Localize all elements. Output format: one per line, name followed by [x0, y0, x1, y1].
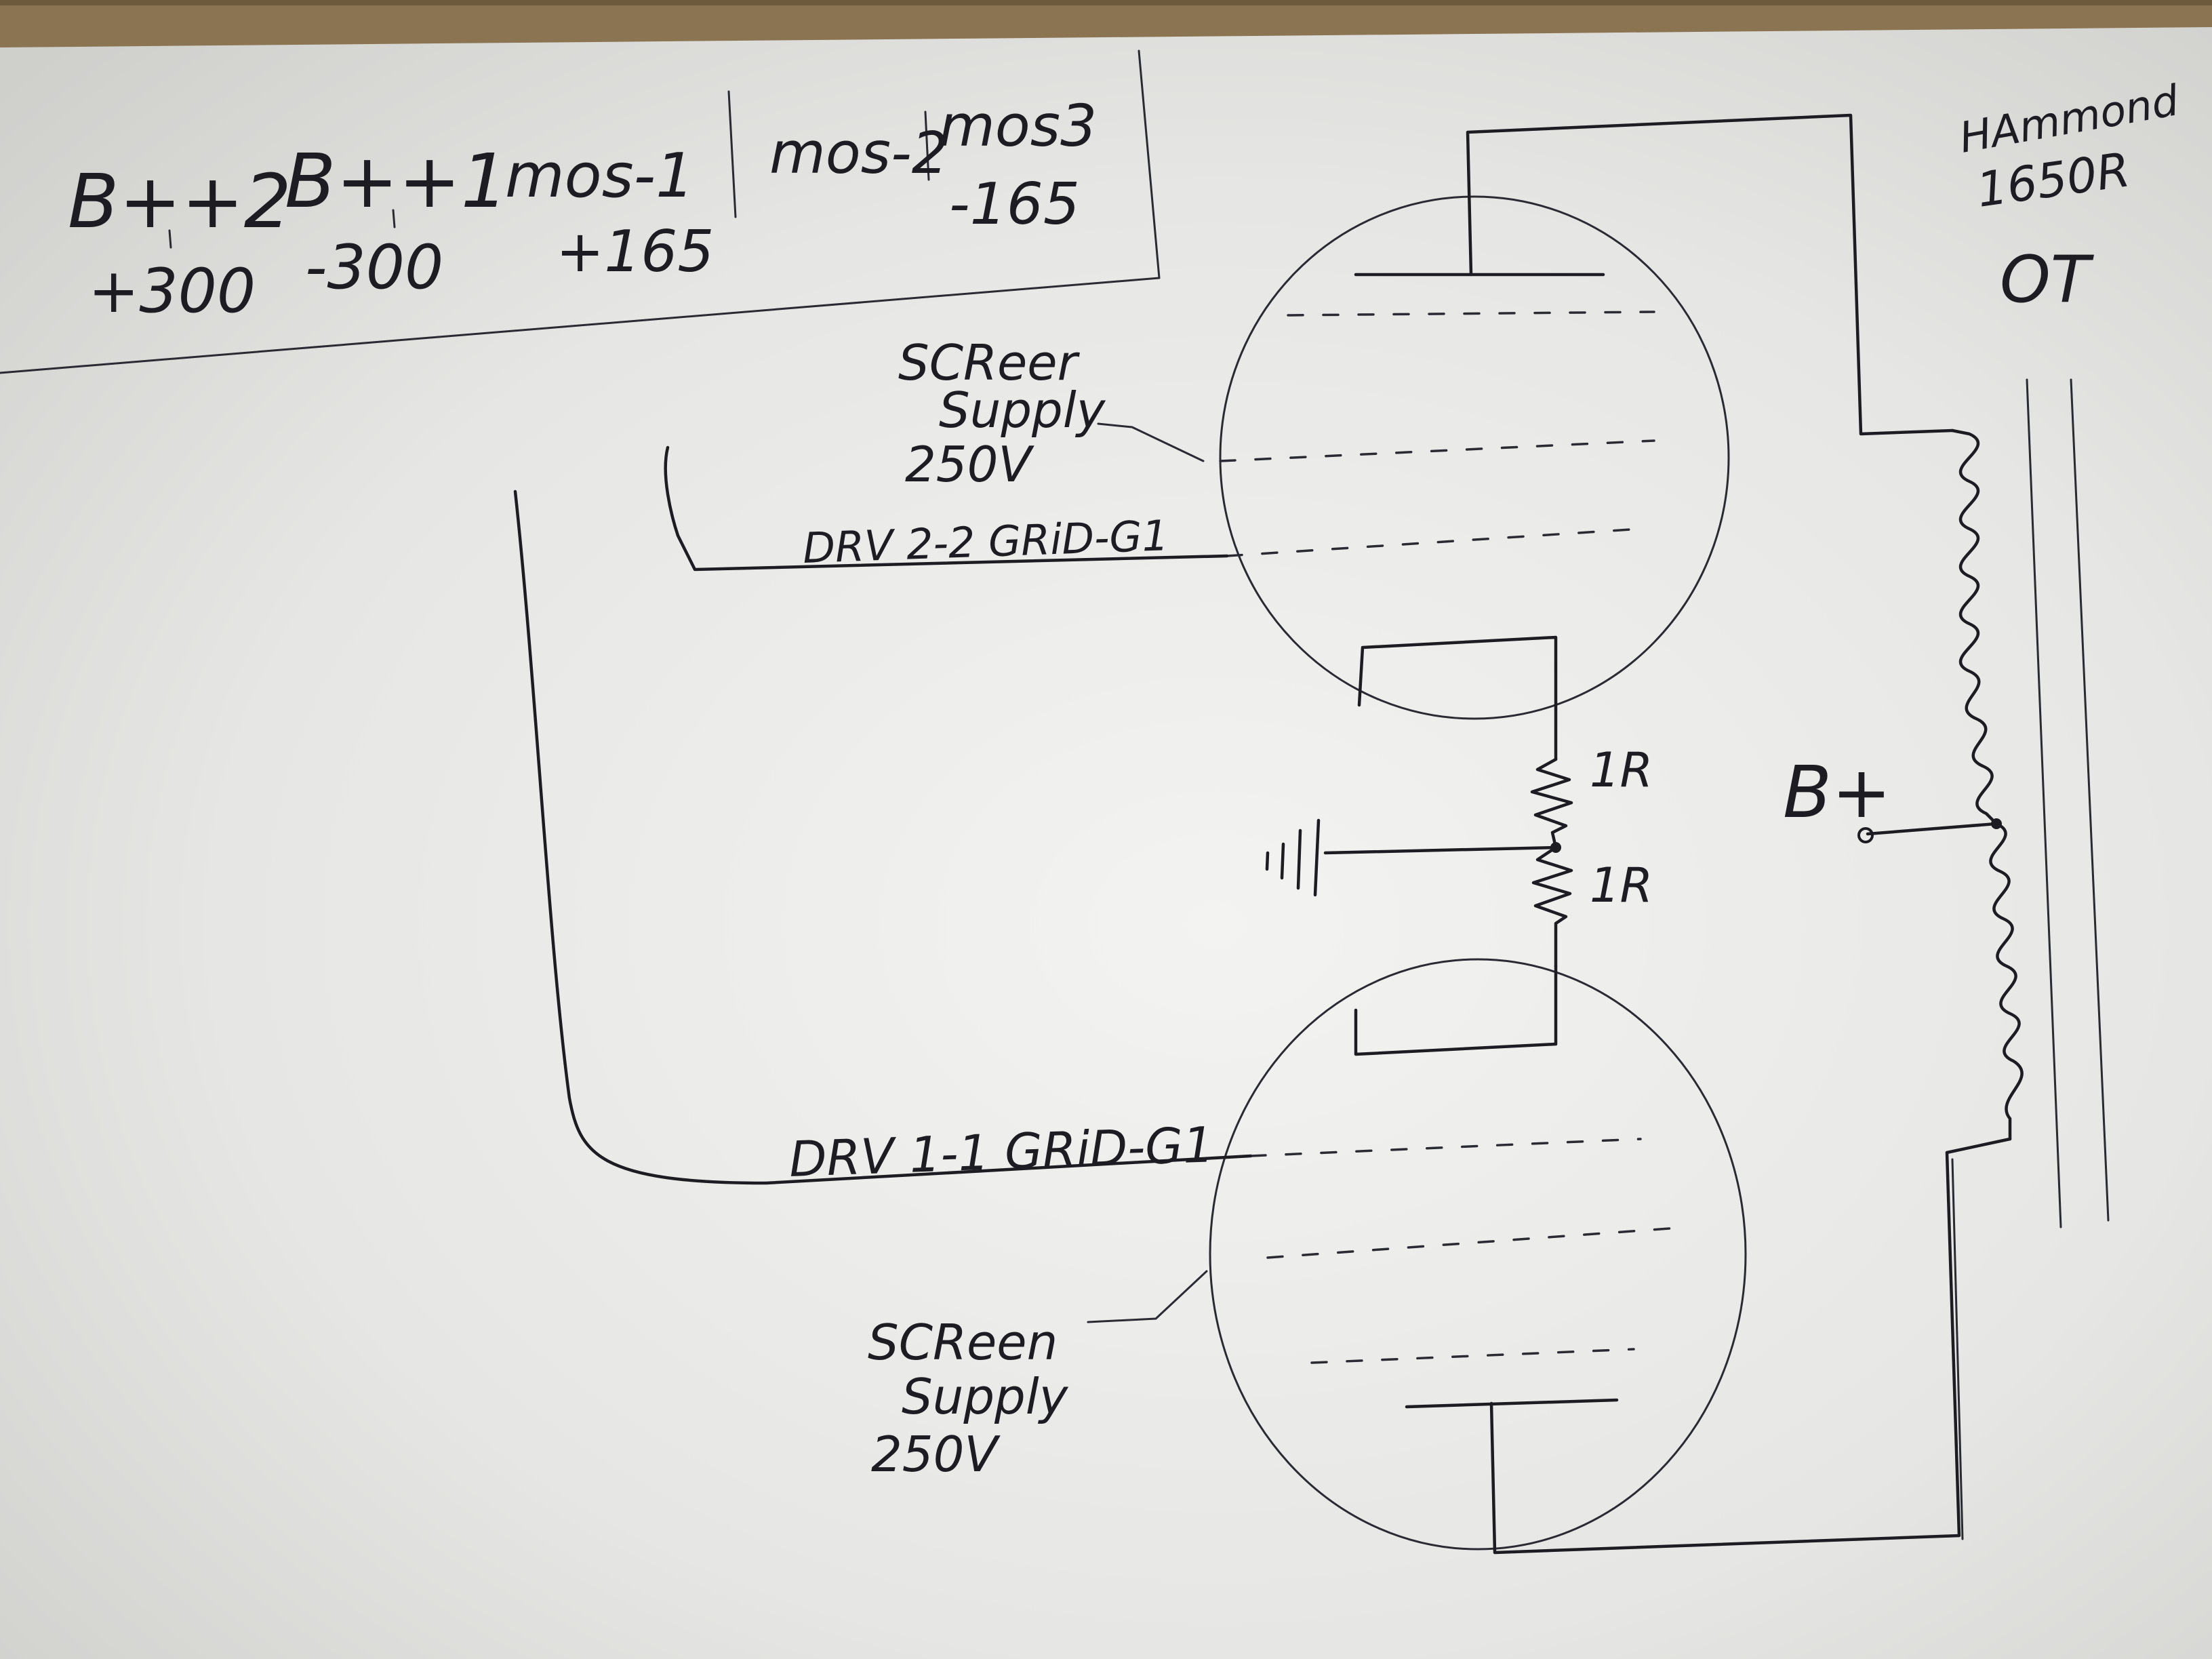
bpp2-label: B++2 — [68, 158, 291, 245]
mos2-label: mos-2 — [769, 120, 948, 187]
ground-symbol — [1265, 818, 1321, 897]
resistor-lower — [1531, 845, 1573, 968]
ot-primary-upper — [1950, 428, 1998, 826]
ground-wire — [1323, 845, 1558, 855]
header-tick-2 — [392, 209, 396, 228]
screen-upper-line2: Supply — [939, 382, 1106, 439]
screen-wire-lower — [1087, 1270, 1208, 1323]
lower-plate — [1405, 1398, 1619, 1409]
mos1-value: +165 — [556, 218, 714, 285]
screen-upper-line1: SCReer — [898, 334, 1081, 391]
bpp2-value: +300 — [88, 256, 256, 327]
resistor-upper-label: 1R — [1590, 742, 1653, 798]
screen-upper-line3: 250V — [905, 436, 1034, 493]
mos3-label: mos3 — [939, 93, 1097, 160]
transformer-type: OT — [2000, 243, 2095, 317]
ot-primary-lower — [1989, 822, 2024, 1141]
lower-tube — [1209, 958, 1747, 1551]
screen-lower-line3: 250V — [871, 1426, 1001, 1483]
lower-plate-wire-shadow — [1951, 1158, 1964, 1540]
upper-cathode — [1357, 635, 1558, 761]
screen-lower-line1: SCReen — [868, 1314, 1058, 1371]
grid-wire-upper — [664, 445, 1229, 572]
resistor-upper — [1530, 757, 1573, 850]
bpp1-value: -300 — [305, 232, 443, 303]
bpp1-label: B++1 — [285, 138, 508, 224]
grid-wire-lower — [513, 489, 1253, 1185]
bplus-wire — [1866, 822, 1998, 836]
screen-wire-upper — [1097, 422, 1205, 462]
ot-core — [2026, 378, 2110, 1228]
desk-edge — [0, 0, 2212, 5]
screen-lower-line2: Supply — [902, 1368, 1069, 1425]
header-tick-1 — [168, 229, 172, 249]
upper-tube — [1219, 195, 1730, 761]
paper-sheet — [0, 27, 2212, 1659]
lower-cathode — [1354, 964, 1558, 1056]
header-box — [0, 49, 1161, 374]
resistor-lower-label: 1R — [1590, 858, 1653, 913]
bplus-terminal — [1857, 827, 1874, 843]
header-divider-2 — [924, 111, 930, 181]
bplus-label: B+ — [1783, 751, 1891, 834]
header-divider-1 — [727, 90, 737, 218]
lower-plate-wire — [1489, 1137, 2012, 1555]
mos1-label: mos-1 — [505, 140, 694, 212]
upper-plate-wire — [1466, 113, 1954, 436]
mos3-value: -165 — [949, 171, 1080, 238]
